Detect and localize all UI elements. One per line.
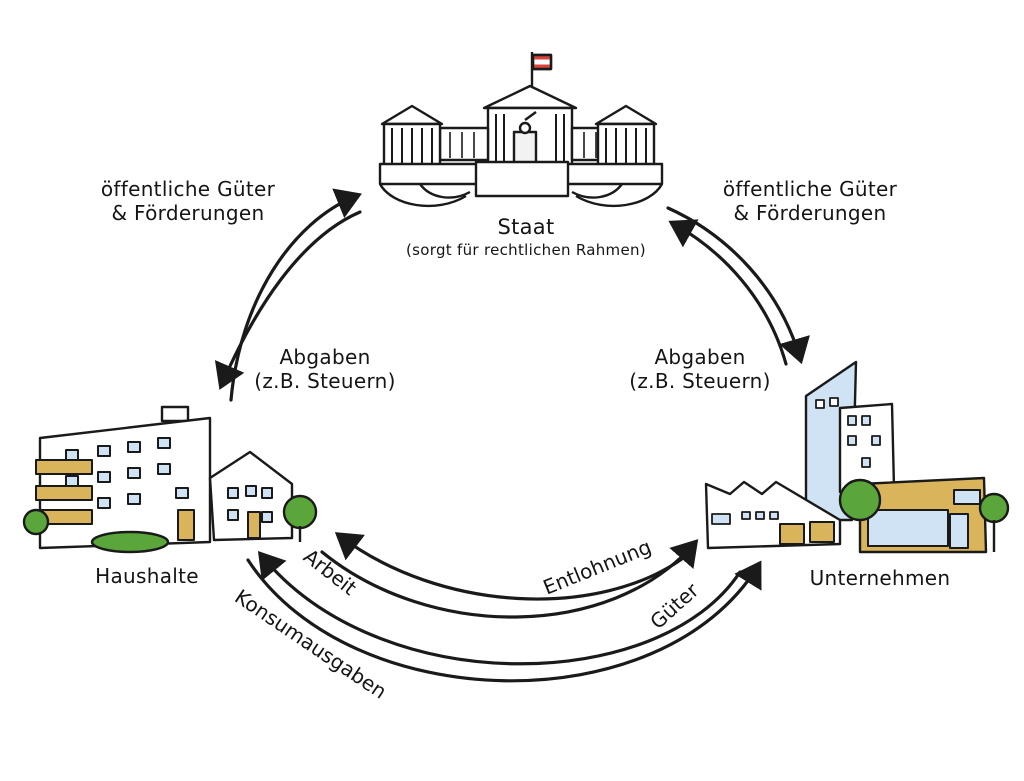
arrow-staat-haushalte-inner — [214, 210, 362, 390]
companies-illustration — [704, 360, 1010, 554]
arrow-staat-unternehmen-inner — [668, 219, 788, 366]
flow-left-taxes: Abgaben (z.B. Steuern) — [225, 345, 425, 393]
flow-right-goods-line1: öffentliche Güter — [722, 177, 898, 201]
flow-right-goods-line2: & Förderungen — [733, 200, 887, 225]
flow-right-taxes-line2: (z.B. Steuern) — [629, 368, 771, 393]
staat-note: (sorgt für rechtlichen Rahmen) — [406, 241, 646, 259]
haushalte-label: Haushalte — [95, 564, 199, 588]
flow-left-taxes-line1: Abgaben — [279, 345, 371, 369]
staat-label: Staat — [497, 215, 555, 239]
flow-right-taxes-line1: Abgaben — [654, 345, 746, 369]
flow-left-taxes-line2: (z.B. Steuern) — [254, 368, 396, 393]
arrow-entlohnung — [334, 532, 688, 601]
flow-left-goods-line2: & Förderungen — [111, 200, 265, 225]
arrow-konsumausgaben — [246, 558, 762, 683]
arrow-arbeit — [320, 539, 699, 619]
households-illustration — [22, 405, 318, 554]
flow-left-goods-line1: öffentliche Güter — [100, 177, 276, 201]
flow-right-taxes: Abgaben (z.B. Steuern) — [600, 345, 800, 393]
flow-left-goods: öffentliche Güter & Förderungen — [78, 177, 298, 225]
arrow-gueter — [257, 551, 742, 666]
parliament-building-illustration — [378, 52, 664, 208]
flow-right-goods: öffentliche Güter & Förderungen — [700, 177, 920, 225]
unternehmen-label: Unternehmen — [809, 566, 951, 590]
